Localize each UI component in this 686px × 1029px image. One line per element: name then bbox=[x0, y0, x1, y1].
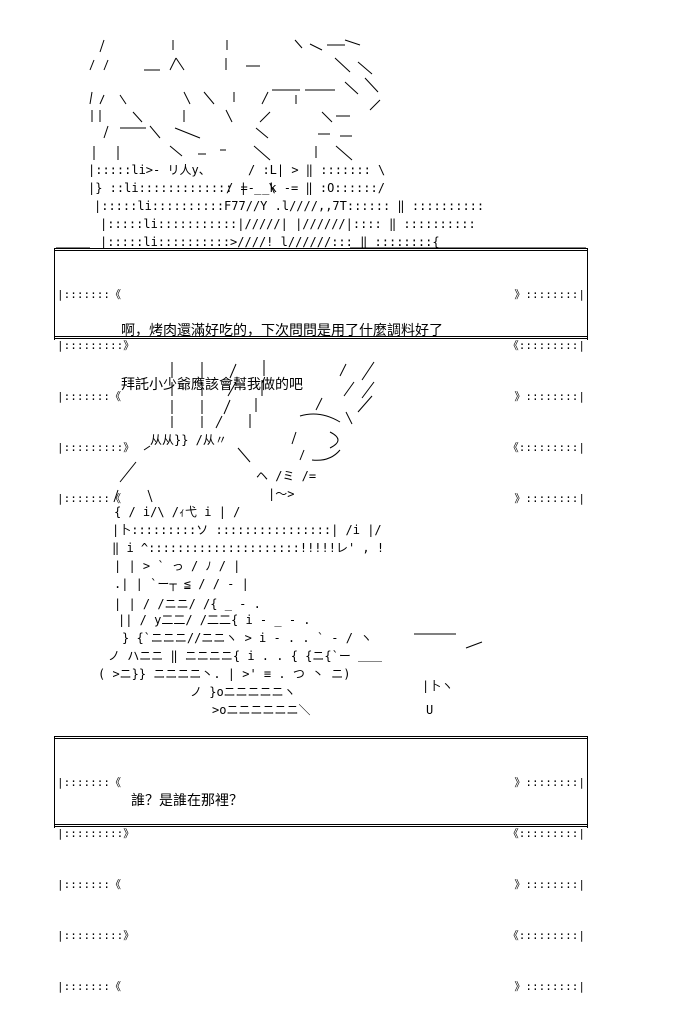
frame-right-1: 》::::::::| bbox=[514, 288, 585, 301]
dialogue-box-1-top-border bbox=[55, 248, 587, 251]
dialogue-box-2-top-border bbox=[55, 736, 587, 739]
svg-text:|:::::li>- リ人y、: |:::::li>- リ人y、 bbox=[88, 163, 211, 177]
svg-text:| | > ` っ / ﾉ / |: | | > ` っ / ﾉ / | bbox=[114, 559, 240, 573]
svg-text:| | / /ニニ/ /{ _: | | / /ニニ/ /{ _ - . bbox=[114, 597, 261, 611]
body-strokes-bottom: | | / /ニニ/ /{ _ - . || / y二二/ /二二{ i - _… bbox=[98, 597, 483, 717]
frame-right-2: 《:::::::::| bbox=[507, 339, 585, 352]
svg-text:ヘ /ミ /=: ヘ /ミ /= bbox=[256, 469, 316, 483]
dialogue-1-line-1: 啊，烤肉還滿好吃的，下次問問是用了什麼調料好了 bbox=[121, 323, 443, 339]
svg-text:( >ニ}} ニニニニ丶. |: ( >ニ}} ニニニニ丶. | >' ≡ . つ 丶 ニ) bbox=[98, 667, 351, 681]
frame-left-4: |:::::::::》 bbox=[57, 441, 135, 454]
frame-left-4: |:::::::::》 bbox=[57, 929, 135, 942]
svg-text:|} ::li::::::::::::: | _ \: |} ::li::::::::::::: | _ \ bbox=[88, 181, 276, 195]
dialogue-box-1-left-frame: |:::::::《 |:::::::::》 |:::::::《 |:::::::… bbox=[57, 252, 134, 541]
hair-strokes bbox=[89, 39, 381, 123]
dialogue-box-2-bottom-border bbox=[55, 824, 587, 827]
dialogue-box-1: |:::::::《 |:::::::::》 |:::::::《 |:::::::… bbox=[54, 248, 588, 505]
svg-text:U: U bbox=[426, 703, 433, 717]
dialogue-2-text: 誰？是誰在那裡？ bbox=[131, 756, 243, 846]
svg-text:>oニニニニニニ＼: >oニニニニニニ＼ bbox=[212, 703, 310, 717]
frame-left-2: |:::::::::》 bbox=[57, 339, 135, 352]
svg-text:ノ }oニニニニニヽ: ノ }oニニニニニヽ bbox=[190, 685, 296, 699]
frame-left-3: |:::::::《 bbox=[57, 878, 121, 891]
frame-right-5: 》::::::::| bbox=[514, 980, 585, 993]
dialogue-box-2: |:::::::《 |:::::::::》 |:::::::《 |:::::::… bbox=[54, 736, 588, 993]
face-strokes bbox=[93, 125, 353, 161]
frame-left-5: |:::::::《 bbox=[57, 492, 121, 505]
frame-right-3: 》::::::::| bbox=[514, 878, 585, 891]
svg-text:ノ ハニニ ‖ ニニニニ{ i: ノ ハニニ ‖ ニニニニ{ i . . { {ニ{`ー ＿＿ bbox=[108, 649, 382, 663]
frame-right-5: 》::::::::| bbox=[514, 492, 585, 505]
svg-text:‖ i ^:::::::::::::::::::::!!!!: ‖ i ^:::::::::::::::::::::!!!!!レ' , ! bbox=[112, 541, 384, 555]
head-strokes: 从从}} /从〃 ヘ /ミ /= |〜> { / i/\ /ｨ弋 i | / |… bbox=[112, 431, 384, 591]
ascii-art-bottom: 从从}} /从〃 ヘ /ミ /= |〜> { / i/\ /ｨ弋 i | / |… bbox=[98, 360, 483, 717]
svg-text:{ / i/\ /ｨ弋 i |: { / i/\ /ｨ弋 i | / bbox=[114, 505, 240, 519]
frame-left-1: |:::::::《 bbox=[57, 776, 121, 789]
svg-text:|:::::li::::::::::F77//Y .l///: |:::::li::::::::::F77//Y .l////,,7T:::::… bbox=[94, 199, 484, 213]
dialogue-box-1-right-frame: 》::::::::| 《:::::::::| 》::::::::| 《:::::… bbox=[508, 252, 585, 541]
frame-left-2: |:::::::::》 bbox=[57, 827, 135, 840]
svg-text:|:::::li::::::::::>////! l////: |:::::li::::::::::>////! l//////::: ‖ ::… bbox=[100, 235, 440, 249]
svg-text:} {`ニニニ//ニニヽ > i: } {`ニニニ//ニニヽ > i - . . ` - / ヽ bbox=[122, 631, 372, 645]
dialogue-box-2-left-frame: |:::::::《 |:::::::::》 |:::::::《 |:::::::… bbox=[57, 740, 134, 1029]
frame-left-1: |:::::::《 bbox=[57, 288, 121, 301]
dialogue-box-1-bottom-border bbox=[55, 336, 587, 339]
frame-right-3: 》::::::::| bbox=[514, 390, 585, 403]
frame-right-4: 《:::::::::| bbox=[507, 929, 585, 942]
page: |:::::li>- リ人y、 / :L| > ‖ ::::::: \ |} :… bbox=[54, 39, 588, 993]
svg-text:|〜>: |〜> bbox=[268, 487, 294, 501]
svg-text:从从}} /从〃: 从从}} /从〃 bbox=[150, 433, 227, 447]
svg-text:|卜ヽ: |卜ヽ bbox=[422, 679, 453, 693]
dialogue-2-line-1: 誰？是誰在那裡？ bbox=[131, 793, 243, 809]
dialogue-1-line-2: 拜託小少爺應該會幫我做的吧 bbox=[121, 377, 303, 393]
frame-right-2: 《:::::::::| bbox=[507, 827, 585, 840]
rabbit-ears bbox=[171, 360, 375, 429]
svg-text:|| / y二二/ /二二{ i - _: || / y二二/ /二二{ i - _ - . bbox=[118, 613, 311, 627]
dialogue-box-2-right-frame: 》::::::::| 《:::::::::| 》::::::::| 《:::::… bbox=[508, 740, 585, 1029]
dialogue-1-text: 啊，烤肉還滿好吃的，下次問問是用了什麼調料好了 拜託小少爺應該會幫我做的吧 bbox=[121, 286, 443, 430]
svg-text:/ :L| > ‖ ::::::: \: / :L| > ‖ ::::::: \ bbox=[248, 163, 385, 177]
svg-text:/ =- _k -= ‖ :O::::::/: / =- _k -= ‖ :O::::::/ bbox=[226, 181, 385, 195]
svg-text:.| | `ー┬ ≦ / / - |: .| | `ー┬ ≦ / / - | bbox=[114, 577, 249, 591]
svg-text:|卜:::::::::ソ ::::::::::::::::|: |卜:::::::::ソ ::::::::::::::::| /i |/ bbox=[112, 523, 382, 537]
frame-left-3: |:::::::《 bbox=[57, 390, 121, 403]
frame-left-5: |:::::::《 bbox=[57, 980, 121, 993]
svg-text:|:::::li:::::::::::|/////| |/: |:::::li:::::::::::|/////| |//////|:::: … bbox=[100, 217, 476, 231]
body-strokes: |:::::li>- リ人y、 / :L| > ‖ ::::::: \ |} :… bbox=[56, 163, 586, 249]
frame-right-4: 《:::::::::| bbox=[507, 441, 585, 454]
ascii-art-top: |:::::li>- リ人y、 / :L| > ‖ ::::::: \ |} :… bbox=[56, 39, 586, 249]
frame-right-1: 》::::::::| bbox=[514, 776, 585, 789]
